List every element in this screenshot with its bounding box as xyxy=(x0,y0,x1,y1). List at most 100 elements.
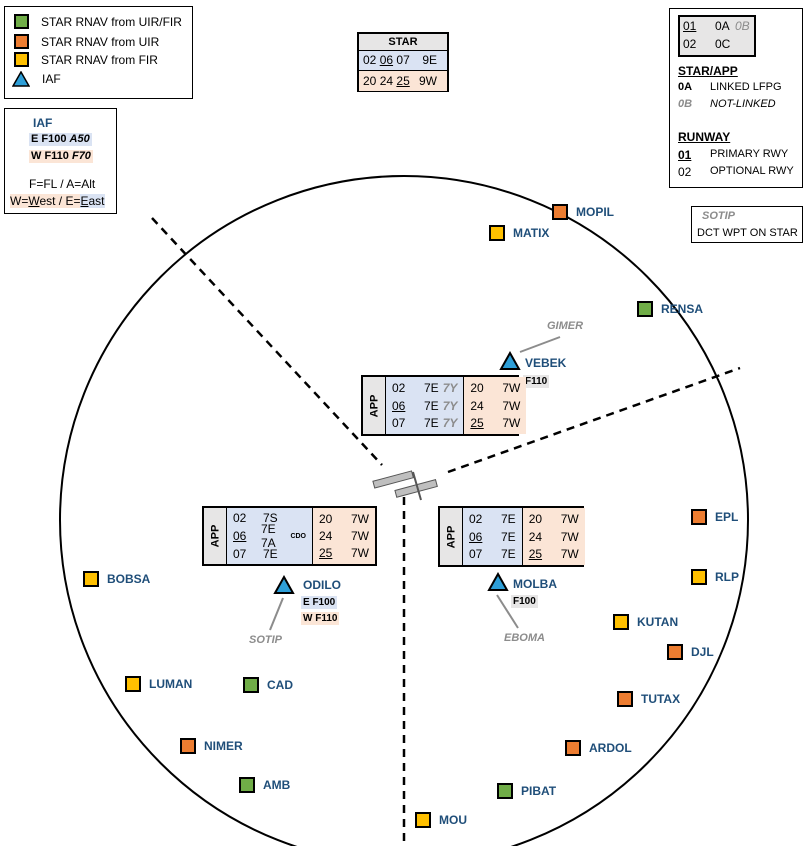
sector-divider-northwest xyxy=(151,217,383,466)
key-primary: PRIMARY RWY xyxy=(710,148,789,160)
green-square-icon xyxy=(239,777,255,793)
dct-eboma-label: EBOMA xyxy=(504,632,545,644)
key-linked: LINKED LFPG xyxy=(710,81,782,93)
yellow-square-icon xyxy=(83,571,99,587)
waypoint-djl[interactable]: DJL xyxy=(667,644,714,660)
yellow-square-icon xyxy=(14,52,29,67)
orange-square-icon xyxy=(667,644,683,660)
iaf-triangle-icon xyxy=(12,71,30,87)
green-square-icon xyxy=(637,301,653,317)
iaf-molba-label: MOLBA xyxy=(513,577,557,591)
orange-square-icon xyxy=(180,738,196,754)
iaf-west-line: W F110 F70 xyxy=(29,150,93,163)
green-square-icon xyxy=(14,14,29,29)
orange-square-icon xyxy=(14,34,29,49)
runway-3 xyxy=(412,471,422,501)
waypoint-epl[interactable]: EPL xyxy=(691,509,738,525)
iaf-legend-box: IAF E F100 A50 W F110 F70 F=FL / A=Alt W… xyxy=(4,108,117,214)
waypoint-pibat[interactable]: PIBAT xyxy=(497,783,556,799)
dct-legend-box: SOTIP DCT WPT ON STAR xyxy=(691,206,803,243)
waypoint-rlp[interactable]: RLP xyxy=(691,569,739,585)
waypoint-matix[interactable]: MATIX xyxy=(489,225,549,241)
runway-2 xyxy=(394,479,438,498)
waypoint-ardol[interactable]: ARDOL xyxy=(565,740,632,756)
iaf-vebek-label: VEBEK xyxy=(525,356,567,370)
waypoint-mou[interactable]: MOU xyxy=(415,812,467,828)
dct-line-eboma xyxy=(496,594,519,629)
yellow-square-icon xyxy=(415,812,431,828)
waypoint-tutax[interactable]: TUTAX xyxy=(617,691,680,707)
waypoint-nimer[interactable]: NIMER xyxy=(180,738,243,754)
yellow-square-icon xyxy=(691,569,707,585)
iaf-odilo-alt-east: E F100 xyxy=(301,596,338,609)
orange-square-icon xyxy=(552,204,568,220)
tma-boundary-circle xyxy=(59,175,749,846)
waypoint-mopil[interactable]: MOPIL xyxy=(552,204,614,220)
iaf-note-west-east: W=West / E=East xyxy=(10,194,105,208)
key-starapp-title: STAR/APP xyxy=(678,64,738,78)
key-optional: OPTIONAL RWY xyxy=(710,165,794,177)
iaf-vebek-alt: F110 xyxy=(523,375,550,388)
legend-item-uir: STAR RNAV from UIR xyxy=(14,34,159,49)
key-box: 01 0A 0B 02 0C STAR/APP 0A LINKED LFPG 0… xyxy=(669,8,803,188)
iaf-molba-triangle-icon[interactable] xyxy=(487,572,509,592)
key-not-linked: NOT-LINKED xyxy=(710,98,776,110)
waypoint-rensa[interactable]: RENSA xyxy=(637,301,703,317)
waypoint-cad[interactable]: CAD xyxy=(243,677,293,693)
green-square-icon xyxy=(243,677,259,693)
yellow-square-icon xyxy=(125,676,141,692)
sector-divider-east xyxy=(447,366,741,474)
dct-line-gimer xyxy=(519,336,561,353)
iaf-east-line: E F100 A50 xyxy=(29,133,92,146)
waypoint-luman[interactable]: LUMAN xyxy=(125,676,192,692)
iaf-odilo-label: ODILO xyxy=(303,578,341,592)
legend-item-uir-fir: STAR RNAV from UIR/FIR xyxy=(14,14,182,29)
iaf-odilo-triangle-icon[interactable] xyxy=(273,575,295,595)
waypoint-kutan[interactable]: KUTAN xyxy=(613,614,678,630)
waypoint-bobsa[interactable]: BOBSA xyxy=(83,571,150,587)
dct-line-sotip xyxy=(269,597,284,631)
orange-square-icon xyxy=(565,740,581,756)
dct-sotip-label: SOTIP xyxy=(249,634,283,646)
iaf-molba-alt: F100 xyxy=(511,595,538,608)
waypoint-amb[interactable]: AMB xyxy=(239,777,290,793)
dct-gimer-label: GIMER xyxy=(547,320,584,332)
key-runway-title: RUNWAY xyxy=(678,130,731,144)
legend-box: STAR RNAV from UIR/FIR STAR RNAV from UI… xyxy=(4,6,193,99)
iaf-note-fl-alt: F=FL / A=Alt xyxy=(29,177,96,191)
runway-1 xyxy=(372,470,414,489)
legend-item-iaf: IAF xyxy=(12,71,61,87)
iaf-box-title: IAF xyxy=(33,116,53,130)
iaf-odilo-alt-west: W F110 xyxy=(301,612,340,625)
orange-square-icon xyxy=(617,691,633,707)
orange-square-icon xyxy=(691,509,707,525)
yellow-square-icon xyxy=(489,225,505,241)
green-square-icon xyxy=(497,783,513,799)
yellow-square-icon xyxy=(613,614,629,630)
iaf-vebek-triangle-icon[interactable] xyxy=(499,351,521,371)
